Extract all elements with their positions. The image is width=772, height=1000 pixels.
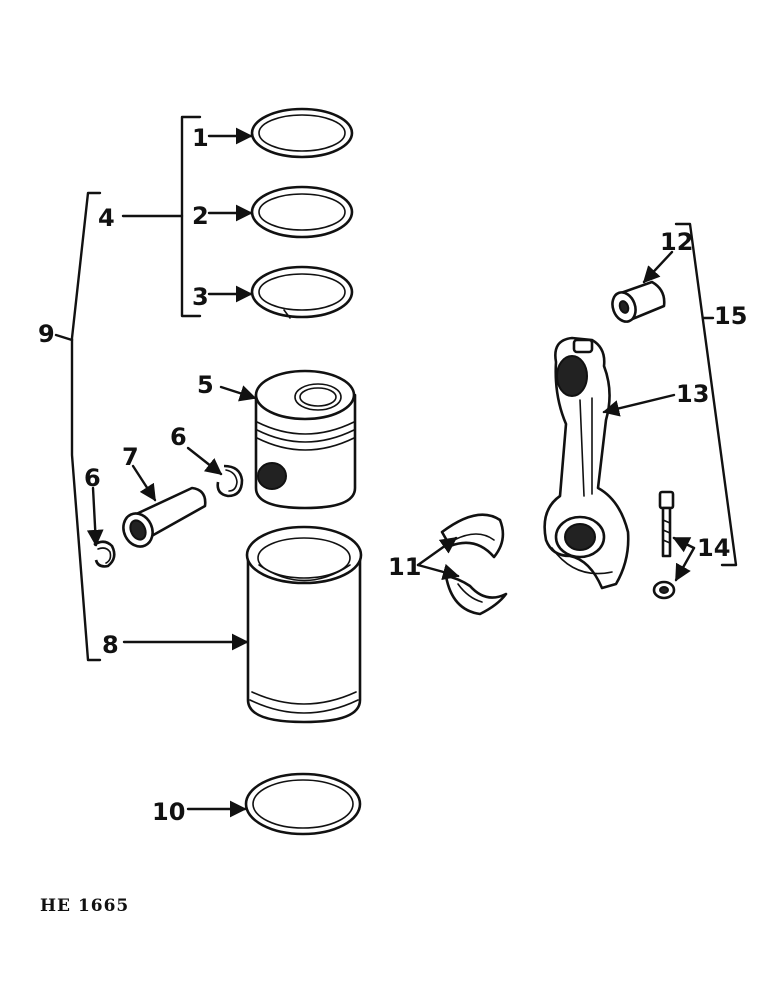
callout-12: 12: [660, 228, 693, 256]
callout-11: 11: [388, 553, 421, 581]
callout-9: 9: [38, 320, 55, 348]
cylinder-sleeve: [245, 525, 363, 724]
cylinder-kit-bracket: [54, 191, 102, 662]
callout-3: 3: [192, 283, 209, 311]
piston: [254, 369, 357, 510]
piston-ring-3: [250, 265, 354, 319]
pin-bushing: [611, 280, 666, 323]
callout-2: 2: [192, 202, 209, 230]
snap-ring-right: [216, 464, 244, 498]
callout-10: 10: [152, 798, 185, 826]
callout-6-right: 6: [170, 423, 187, 451]
ring-set-bracket: [121, 115, 202, 318]
callout-7: 7: [122, 443, 139, 471]
connecting-rod: [543, 336, 630, 590]
reference-code: HE 1665: [40, 896, 129, 916]
rod-bearing-upper: [440, 513, 505, 559]
rod-assembly-bracket: [674, 222, 738, 567]
piston-ring-2: [250, 185, 354, 239]
callout-4: 4: [98, 204, 115, 232]
piston-ring-1: [250, 107, 354, 159]
callout-14: 14: [697, 534, 730, 562]
callout-5: 5: [197, 371, 214, 399]
piston-pin: [122, 486, 207, 548]
rod-bolt-and-nut: [652, 490, 676, 600]
callout-1: 1: [192, 124, 209, 152]
callout-6-left: 6: [84, 464, 101, 492]
callout-13: 13: [676, 380, 709, 408]
rod-bearing-lower: [444, 574, 508, 616]
callout-15: 15: [714, 302, 747, 330]
sleeve-seal-ring: [244, 772, 362, 836]
callout-8: 8: [102, 631, 119, 659]
